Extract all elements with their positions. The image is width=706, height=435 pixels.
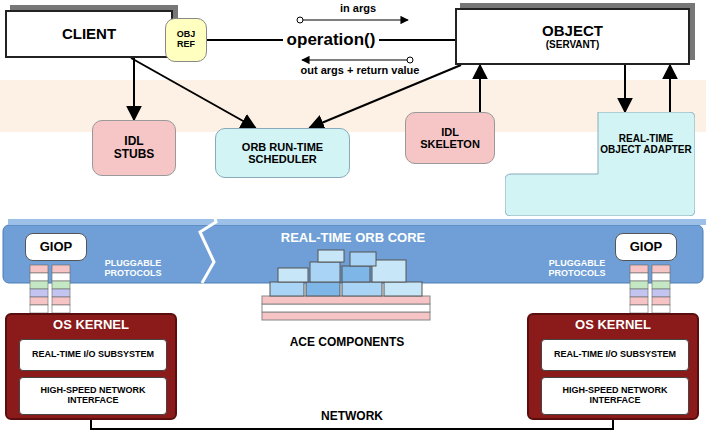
node-label: OBJECT xyxy=(542,23,603,40)
node-label: GIOP xyxy=(40,240,73,254)
object-reference: OBJ REF xyxy=(165,18,207,62)
network-interface: HIGH-SPEED NETWORK INTERFACE xyxy=(19,377,167,415)
component-label: ACE COMPONENTS xyxy=(272,336,422,349)
orb-core-band xyxy=(3,225,703,283)
network-interface: HIGH-SPEED NETWORK INTERFACE xyxy=(541,377,689,415)
connector xyxy=(133,58,135,120)
connector xyxy=(624,65,626,112)
giop-box: GIOP xyxy=(615,233,677,261)
node-label: OS KERNEL xyxy=(575,318,651,332)
skeleton-box: IDL SKELETON xyxy=(405,112,495,164)
node-label: REAL-TIME OBJECT ADAPTER xyxy=(600,133,692,155)
io-subsystem: REAL-TIME I/O SUBSYSTEM xyxy=(541,339,689,371)
argument-label: out args + return value xyxy=(290,64,430,76)
band-bevel xyxy=(8,219,706,225)
node-label: CLIENT xyxy=(62,26,116,43)
adapter-outline xyxy=(505,112,695,216)
node-label: OS KERNEL xyxy=(53,318,129,332)
node-label: OBJ REF xyxy=(172,30,200,50)
node-label: REAL-TIME ORB CORE xyxy=(281,231,425,245)
giop-box: GIOP xyxy=(25,233,87,261)
node-label: REAL-TIME I/O SUBSYSTEM xyxy=(32,350,154,360)
protocol-label: PLUGGABLE PROTOCOLS xyxy=(532,259,622,279)
argument-label: in args xyxy=(318,2,398,14)
connector-label: NETWORK xyxy=(317,409,387,423)
os-kernel: OS KERNEL REAL-TIME I/O SUBSYSTEM HIGH-SPE… xyxy=(527,313,699,420)
object-adapter: REAL-TIME OBJECT ADAPTER xyxy=(505,112,695,216)
connector xyxy=(479,65,481,112)
lightning-break xyxy=(200,182,216,283)
connector-label: operation() xyxy=(283,30,380,50)
connector xyxy=(131,58,256,128)
os-kernel: OS KERNEL REAL-TIME I/O SUBSYSTEM HIGH-SPE… xyxy=(5,313,177,420)
node-label: GIOP xyxy=(630,240,663,254)
ace-components-illustration xyxy=(262,250,430,320)
node-label: ORB RUN-TIME SCHEDULER xyxy=(228,141,338,165)
node-label: IDL SKELETON xyxy=(415,126,485,150)
node-label: (SERVANT) xyxy=(546,39,600,50)
protocol-label: PLUGGABLE PROTOCOLS xyxy=(88,259,178,279)
connector xyxy=(669,65,671,112)
scheduler-box: ORB RUN-TIME SCHEDULER xyxy=(215,128,350,178)
stub-box: IDL STUBS xyxy=(92,120,176,176)
client-box: CLIENTOBJ REF xyxy=(5,10,173,58)
io-subsystem: REAL-TIME I/O SUBSYSTEM xyxy=(19,339,167,371)
node-label: REAL-TIME I/O SUBSYSTEM xyxy=(554,350,676,360)
node-label: HIGH-SPEED NETWORK INTERFACE xyxy=(38,386,148,406)
object-box: OBJECT(SERVANT) xyxy=(455,8,690,65)
node-label: HIGH-SPEED NETWORK INTERFACE xyxy=(560,386,670,406)
node-label: IDL STUBS xyxy=(109,135,159,161)
